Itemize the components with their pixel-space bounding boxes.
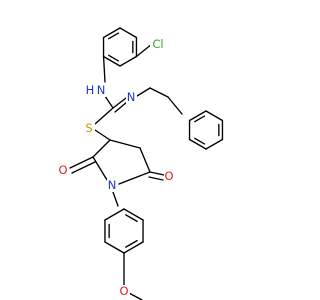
- chlorine-label: Cl: [152, 37, 163, 51]
- sulfur-ring-bond: [94, 129, 111, 141]
- carbonyl-left-double-a: [69, 156, 94, 169]
- chlorophenyl-ring-double-bond: [108, 54, 120, 62]
- phenyl-ring-bond: [205, 138, 224, 150]
- chlorophenyl-ring-bond: [119, 55, 138, 67]
- carbonyl-oxygen-left-label: O: [58, 163, 67, 177]
- chlorophenyl-ring-bond: [119, 27, 138, 39]
- methoxyphenyl-ring-bond: [104, 241, 125, 254]
- amine-carbon-bond: [104, 95, 114, 109]
- imine-double-bond-a: [112, 97, 127, 109]
- o-methoxy-backdrop: [119, 285, 130, 299]
- phenyl-ring-double-bond: [194, 137, 206, 145]
- carbonyl-oxygen-right-label: O: [164, 169, 173, 183]
- nitrogen-aryl-bond: [112, 191, 119, 207]
- ethyl-bond-2: [167, 96, 183, 115]
- structure-canvas: Cl H N N S O O N O: [58, 27, 224, 300]
- bond-layer: [69, 27, 224, 300]
- succinimide-bond: [139, 147, 151, 173]
- chlorophenyl-ring-bond: [102, 55, 121, 67]
- carbonyl-left-double-b: [71, 161, 96, 174]
- ring-nitrogen-label: N: [108, 178, 117, 192]
- methoxyphenyl-ring-double-bond: [125, 214, 138, 223]
- phenyl-ring-bond: [188, 110, 207, 122]
- methoxyphenyl-ring-bond: [123, 241, 144, 254]
- o-right-backdrop: [164, 169, 175, 183]
- phenyl-ring-double-bond: [194, 115, 206, 123]
- phenyl-ring-bond: [205, 110, 224, 122]
- nh-h-backdrop: [85, 83, 95, 97]
- chlorophenyl-ring-bond: [102, 27, 121, 39]
- amine-hydrogen-label: H: [86, 83, 95, 97]
- o-left-backdrop: [58, 163, 69, 177]
- phenyl-ring-bond: [188, 138, 207, 150]
- sulfur-label: S: [85, 121, 92, 135]
- carbonyl-right-double-a: [149, 171, 165, 176]
- methoxyphenyl-ring-double-bond: [125, 239, 138, 248]
- succinimide-bond: [92, 139, 111, 158]
- aryl-chlorine-bond: [135, 43, 153, 58]
- imine-double-bond-b: [114, 101, 128, 113]
- atom-label-layer: Cl H N N S O O N O: [58, 37, 175, 299]
- carbonyl-right-double-b: [148, 176, 164, 181]
- methoxyphenyl-ring-bond: [123, 208, 144, 221]
- carbon-sulfur-bond: [94, 107, 114, 125]
- amine-nitrogen-label: N: [97, 83, 106, 97]
- methoxy-oxygen-label: O: [119, 284, 128, 298]
- ring-n-backdrop: [107, 178, 118, 192]
- imine-nitrogen-label: N: [127, 90, 136, 104]
- aryl-amine-bond: [102, 55, 106, 83]
- nh-n-backdrop: [96, 83, 106, 97]
- chlorophenyl-ring-double-bond: [108, 32, 120, 40]
- cl-backdrop: [150, 37, 167, 51]
- imine-chain-bond: [136, 87, 151, 97]
- s-backdrop: [84, 121, 95, 135]
- methoxyphenyl-ring-bond: [104, 208, 125, 221]
- ethyl-bond-1: [149, 87, 169, 98]
- molecule-structure: Cl H N N S O O N O: [58, 27, 224, 300]
- methoxy-methyl-bond: [128, 292, 143, 300]
- imine-n-backdrop: [126, 90, 137, 104]
- succinimide-bond: [118, 171, 151, 185]
- succinimide-bond: [109, 139, 141, 149]
- succinimide-bond: [92, 156, 108, 181]
